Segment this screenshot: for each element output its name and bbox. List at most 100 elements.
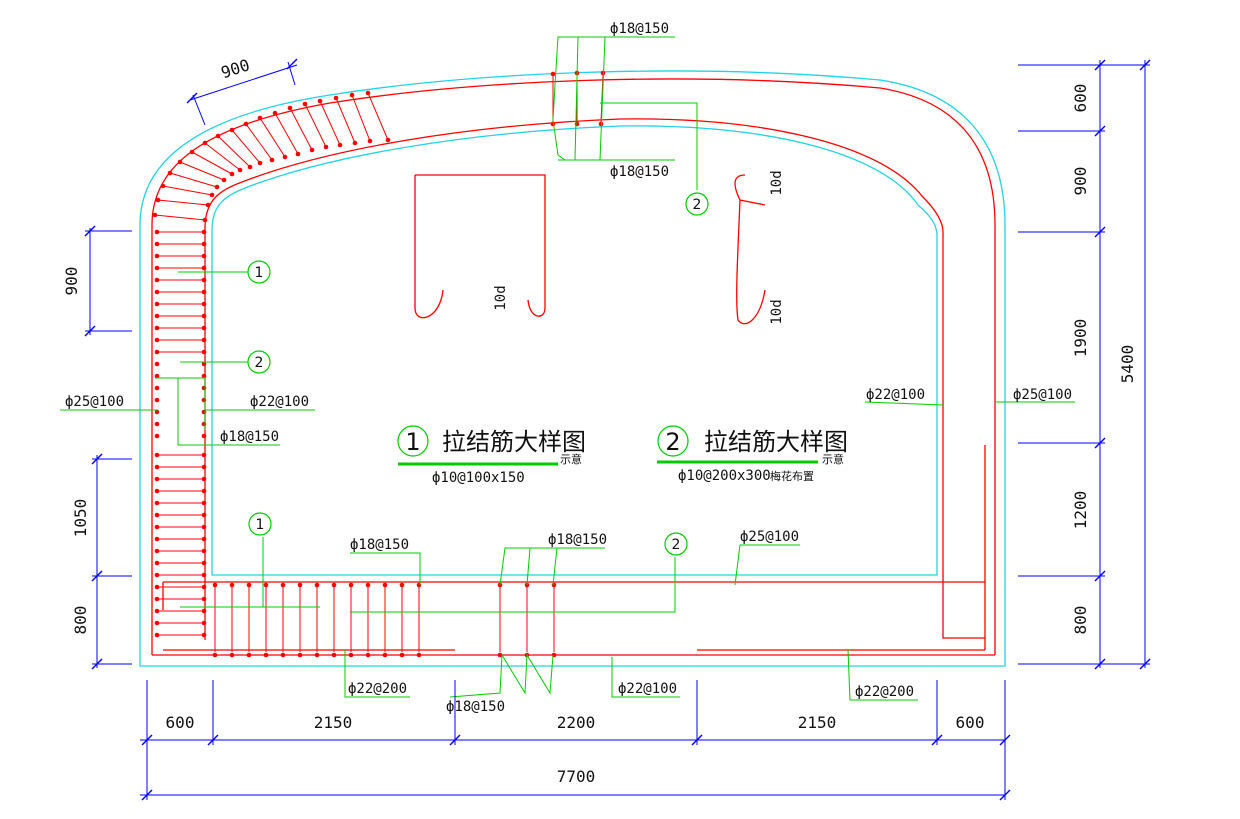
- dim-left-lower: 800: [71, 606, 90, 635]
- rebar-dot: [302, 101, 308, 107]
- rebar-dot: [154, 289, 160, 295]
- legend-tie-1: 1 拉结筋大样图 示意 ф10@100x150: [405, 428, 586, 486]
- rebar-dot: [550, 71, 556, 77]
- rebar-dot: [201, 373, 207, 379]
- dim-left-middle: 1050: [71, 499, 90, 538]
- rebar-dot: [201, 476, 207, 482]
- rebar-dot: [349, 92, 355, 98]
- rebar-dot: [177, 159, 183, 165]
- tick: [931, 734, 943, 746]
- rebar-dot: [331, 652, 337, 658]
- rebar-dot: [229, 582, 235, 588]
- rebar-dot: [416, 652, 422, 658]
- rebar-dot: [229, 171, 235, 177]
- leaders: [60, 36, 1075, 701]
- rebar-dot: [154, 277, 160, 283]
- rebar-dot: [201, 433, 207, 439]
- legend-2-spec: ф10@200x300: [678, 468, 771, 484]
- leader-top-outer: [552, 36, 675, 161]
- label-left-outer: ф25@100: [65, 394, 124, 410]
- haunch-tie: [157, 199, 209, 206]
- tick: [84, 225, 96, 237]
- rebar-dot: [202, 140, 208, 146]
- marker-top-2: 2: [693, 197, 702, 213]
- label-right-outer: ф25@100: [1013, 387, 1072, 403]
- label-bottom-top-bar: ф25@100: [740, 529, 799, 545]
- rebar-dot: [201, 512, 207, 518]
- rebar-dot: [263, 582, 269, 588]
- label-top-inner: ф18@150: [610, 164, 669, 180]
- tick: [1139, 658, 1151, 670]
- rebar-dot: [331, 582, 337, 588]
- legend-2-title: 拉结筋大样图: [704, 428, 848, 456]
- marker-bottom-1: 1: [256, 517, 265, 533]
- leader-top-a: [574, 36, 579, 161]
- rebar-dot: [154, 229, 160, 235]
- haunch-tie: [191, 151, 233, 175]
- rebar-dot: [201, 313, 207, 319]
- hook-detail-1: [414, 174, 546, 319]
- marker-circles: [247, 192, 709, 556]
- rebar-dot: [154, 632, 160, 638]
- label-bottom-tie-mid: ф18@150: [548, 532, 607, 548]
- rebar-dot: [201, 289, 207, 295]
- rebar-dot: [154, 620, 160, 626]
- rebar-dot: [201, 452, 207, 458]
- rebar-dot: [280, 652, 286, 658]
- leader-top-b: [599, 36, 606, 161]
- rebar-dot: [154, 421, 160, 427]
- rebar: [151, 74, 996, 656]
- tick: [84, 325, 96, 337]
- leader-bottom-top-bar: [734, 544, 800, 586]
- rebar-dot: [154, 536, 160, 542]
- rebar-dot: [263, 652, 269, 658]
- legend-circle-2: [657, 425, 689, 457]
- rebar-dot: [205, 202, 211, 208]
- dim-bottom-5: 600: [956, 713, 985, 732]
- rebar-dot: [399, 582, 405, 588]
- rebar-dot: [154, 361, 160, 367]
- legend-2-spec-note: 梅花布置: [770, 469, 814, 483]
- rebar-dot: [201, 548, 207, 554]
- haunch-tie: [351, 94, 371, 142]
- rebar-dot: [201, 464, 207, 470]
- rebar-dot: [399, 652, 405, 658]
- label-bottom-bar-1: ф22@200: [348, 681, 407, 697]
- rebar-dot: [269, 157, 275, 163]
- marker-circle-left-1: [247, 260, 271, 284]
- rebar-dot: [280, 582, 286, 588]
- rebar-dot: [154, 500, 160, 506]
- legend-circle-1: [397, 425, 429, 457]
- marker-circle-top-2: [685, 192, 709, 216]
- tick: [1094, 570, 1106, 582]
- rebar-dot: [201, 488, 207, 494]
- rebar-dot: [365, 652, 371, 658]
- rebar-dot: [297, 652, 303, 658]
- marker-circle-bottom-2: [664, 532, 688, 556]
- haunch-tie: [179, 161, 225, 181]
- rebar-dot: [209, 192, 215, 198]
- dim-right-4: 1200: [1071, 491, 1090, 530]
- dim-haunch-ext-a: [192, 94, 206, 126]
- haunch-tie: [204, 142, 241, 171]
- rebar-dot: [287, 105, 293, 111]
- rebar-dot: [201, 229, 207, 235]
- rebar-dot: [152, 212, 158, 218]
- rebar-dot: [154, 608, 160, 614]
- rebar-dot: [154, 433, 160, 439]
- haunch-tie: [335, 97, 356, 144]
- dim-haunch-line: [189, 64, 298, 101]
- label-bottom-bar-2: ф18@150: [446, 699, 505, 715]
- dim-haunch-ext-b: [287, 61, 296, 86]
- rebar-dot: [154, 572, 160, 578]
- rebar-dot: [333, 95, 339, 101]
- hook-label-a: 10d: [769, 170, 785, 195]
- rebar-dot: [367, 138, 373, 144]
- haunch-tie: [367, 92, 389, 141]
- leader-bottom-bar-2: [449, 653, 554, 698]
- marker-bottom-2: 2: [672, 537, 681, 553]
- haunch-tie: [274, 112, 299, 155]
- leader-marker1-bottom: [180, 537, 264, 608]
- tick: [91, 658, 103, 670]
